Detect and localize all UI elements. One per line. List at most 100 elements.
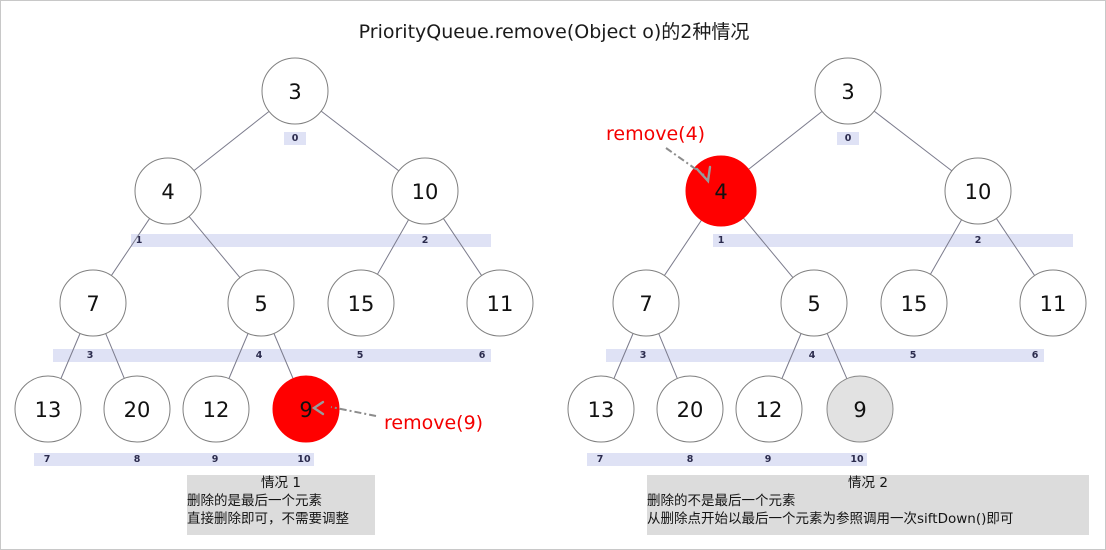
node-circle[interactable] xyxy=(261,57,329,125)
tree-node[interactable]: 3 xyxy=(814,57,882,125)
node-value: 9 xyxy=(299,398,312,422)
index-label: 4 xyxy=(256,350,263,361)
index-label: 10 xyxy=(297,454,311,465)
node-circle[interactable] xyxy=(227,269,295,337)
node-circle[interactable] xyxy=(735,375,803,443)
tree-edge xyxy=(105,333,125,379)
tree-node[interactable]: 11 xyxy=(1019,269,1087,337)
node-circle[interactable] xyxy=(14,375,82,443)
node-circle[interactable] xyxy=(134,157,202,225)
index-label: 4 xyxy=(809,350,816,361)
tree-edge xyxy=(228,333,249,379)
caption-title: 情况 2 xyxy=(848,475,888,491)
tree-node[interactable]: 4 xyxy=(685,155,757,227)
node-circle[interactable] xyxy=(944,157,1012,225)
index-label: 9 xyxy=(765,454,772,465)
tree-node[interactable]: 15 xyxy=(880,269,948,337)
index-label: 8 xyxy=(687,454,694,465)
tree-node[interactable]: 5 xyxy=(780,269,848,337)
tree-node[interactable]: 3 xyxy=(261,57,329,125)
node-value: 20 xyxy=(124,398,151,422)
index-label: 10 xyxy=(850,454,864,465)
tree-node[interactable]: 10 xyxy=(391,157,459,225)
index-bar xyxy=(131,234,491,247)
tree-node[interactable]: 9 xyxy=(272,375,340,443)
edges xyxy=(613,110,1036,379)
node-circle[interactable] xyxy=(612,269,680,337)
annotation-case-1: remove(9) xyxy=(311,400,483,434)
tree-node[interactable]: 7 xyxy=(612,269,680,337)
tree-edge xyxy=(826,333,848,379)
index-bar xyxy=(713,234,1073,247)
tree-node[interactable]: 10 xyxy=(944,157,1012,225)
tree-edge xyxy=(110,218,151,276)
index-label: 7 xyxy=(597,454,604,465)
edges xyxy=(60,110,483,379)
tree-node[interactable]: 13 xyxy=(14,375,82,443)
node-value: 11 xyxy=(1040,292,1067,316)
index-row: 3 4 5 6 xyxy=(606,349,1044,362)
tree-edge xyxy=(376,219,410,275)
tree-node[interactable]: 12 xyxy=(735,375,803,443)
index-bar xyxy=(606,349,1044,362)
index-row: 7 8 9 10 xyxy=(587,453,867,466)
index-row: 0 xyxy=(837,132,859,145)
node-circle[interactable] xyxy=(826,375,894,443)
index-label: 7 xyxy=(44,454,51,465)
node-value: 12 xyxy=(756,398,783,422)
annotation-case-2: remove(4) xyxy=(606,123,712,184)
node-value: 10 xyxy=(412,180,439,204)
caption-title: 情况 1 xyxy=(261,475,301,491)
tree-node[interactable]: 4 xyxy=(134,157,202,225)
caption-line: 删除的不是最后一个元素 xyxy=(647,492,796,509)
index-label: 2 xyxy=(975,235,982,246)
index-label: 6 xyxy=(1032,350,1039,361)
node-circle[interactable] xyxy=(59,269,127,337)
tree-node[interactable]: 20 xyxy=(656,375,724,443)
node-value: 10 xyxy=(965,180,992,204)
node-circle[interactable] xyxy=(1019,269,1087,337)
tree-node[interactable]: 11 xyxy=(466,269,534,337)
index-label: 0 xyxy=(292,133,299,144)
node-circle[interactable] xyxy=(182,375,250,443)
index-label: 3 xyxy=(640,350,647,361)
annotation-arrow-icon xyxy=(311,400,325,416)
node-circle[interactable] xyxy=(327,269,395,337)
tree-node[interactable]: 20 xyxy=(103,375,171,443)
node-circle[interactable] xyxy=(880,269,948,337)
index-label: 3 xyxy=(87,350,94,361)
node-value: 9 xyxy=(853,398,866,422)
index-bar xyxy=(284,132,306,145)
tree-edge xyxy=(188,216,241,278)
index-label: 6 xyxy=(479,350,486,361)
node-value: 7 xyxy=(86,292,99,316)
node-circle[interactable] xyxy=(272,375,340,443)
index-label: 8 xyxy=(134,454,141,465)
tree-node[interactable]: 7 xyxy=(59,269,127,337)
tree-node[interactable]: 15 xyxy=(327,269,395,337)
tree-node[interactable]: 9 xyxy=(826,375,894,443)
node-circle[interactable] xyxy=(567,375,635,443)
node-circle[interactable] xyxy=(391,157,459,225)
tree-node[interactable]: 12 xyxy=(182,375,250,443)
tree-node[interactable]: 5 xyxy=(227,269,295,337)
node-circle[interactable] xyxy=(814,57,882,125)
annotation-arrow-icon xyxy=(695,165,712,184)
node-circle[interactable] xyxy=(656,375,724,443)
tree-edge xyxy=(742,217,794,278)
node-circle[interactable] xyxy=(780,269,848,337)
tree-edge xyxy=(442,218,483,276)
index-label: 5 xyxy=(910,350,917,361)
node-circle[interactable] xyxy=(103,375,171,443)
tree-edge xyxy=(748,111,823,170)
tree-node[interactable]: 13 xyxy=(567,375,635,443)
node-circle[interactable] xyxy=(466,269,534,337)
